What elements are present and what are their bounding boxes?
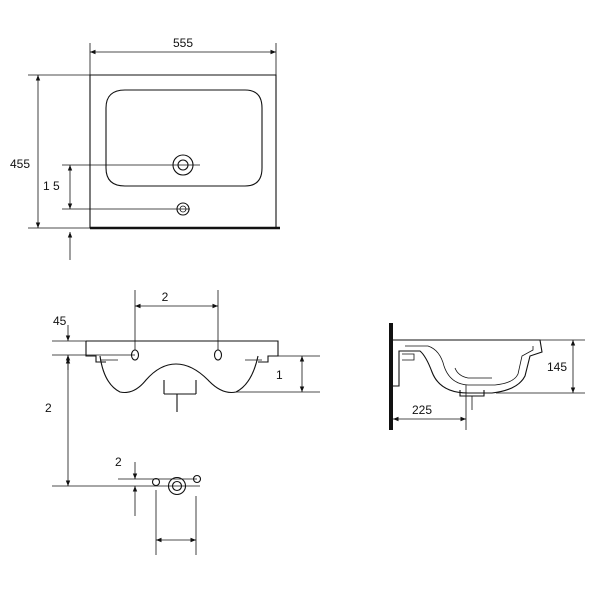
hole-right — [213, 349, 223, 361]
inner-bowl — [105, 89, 263, 187]
detail-hole-left — [151, 477, 161, 487]
front-rim — [86, 340, 279, 363]
top-offset-label: 45 — [53, 314, 67, 328]
offset-label: 1 5 — [43, 179, 60, 193]
detail-view: 2 — [115, 455, 202, 555]
height-label: 455 — [10, 157, 30, 171]
front-view: 2 45 1 2 — [45, 290, 320, 487]
front-body — [99, 355, 259, 394]
side-profile-outer — [393, 339, 543, 394]
top-view: 555 455 1 5 — [10, 36, 280, 260]
depth-label: 2 — [45, 401, 52, 415]
detail-offset-label: 2 — [115, 455, 122, 469]
detail-drain-outer — [167, 476, 187, 496]
side-depth-label: 225 — [412, 403, 432, 417]
hole-spacing-label: 2 — [162, 290, 169, 304]
basin-outline — [89, 74, 277, 229]
side-view: 225 145 — [389, 323, 585, 430]
side-height-label: 145 — [547, 360, 567, 374]
wall — [389, 323, 393, 430]
side-profile-inner — [405, 345, 534, 386]
height-label: 1 — [276, 368, 283, 382]
detail-drain-inner — [171, 480, 183, 492]
width-label: 555 — [173, 36, 193, 50]
